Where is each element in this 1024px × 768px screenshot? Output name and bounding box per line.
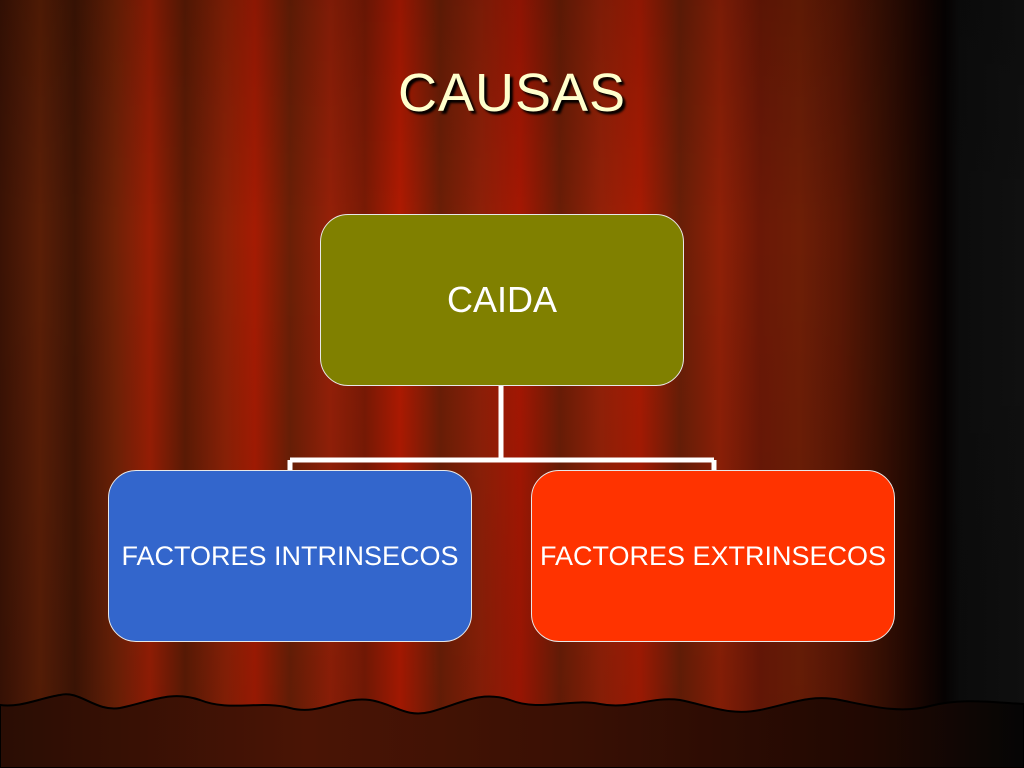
- root-node-caida: CAIDA: [320, 214, 684, 386]
- child-node-extrinsecos: FACTORES EXTRINSECOS: [531, 470, 895, 642]
- child-node-intrinsecos: FACTORES INTRINSECOS: [108, 470, 472, 642]
- child-node-label: FACTORES INTRINSECOS: [121, 540, 459, 571]
- child-node-label: FACTORES EXTRINSECOS: [539, 540, 887, 571]
- slide-title: CAUSAS: [397, 63, 627, 123]
- root-node-label: CAIDA: [446, 279, 558, 320]
- connector-root-to-children: [287, 384, 717, 472]
- curtain-hem: [0, 693, 1024, 768]
